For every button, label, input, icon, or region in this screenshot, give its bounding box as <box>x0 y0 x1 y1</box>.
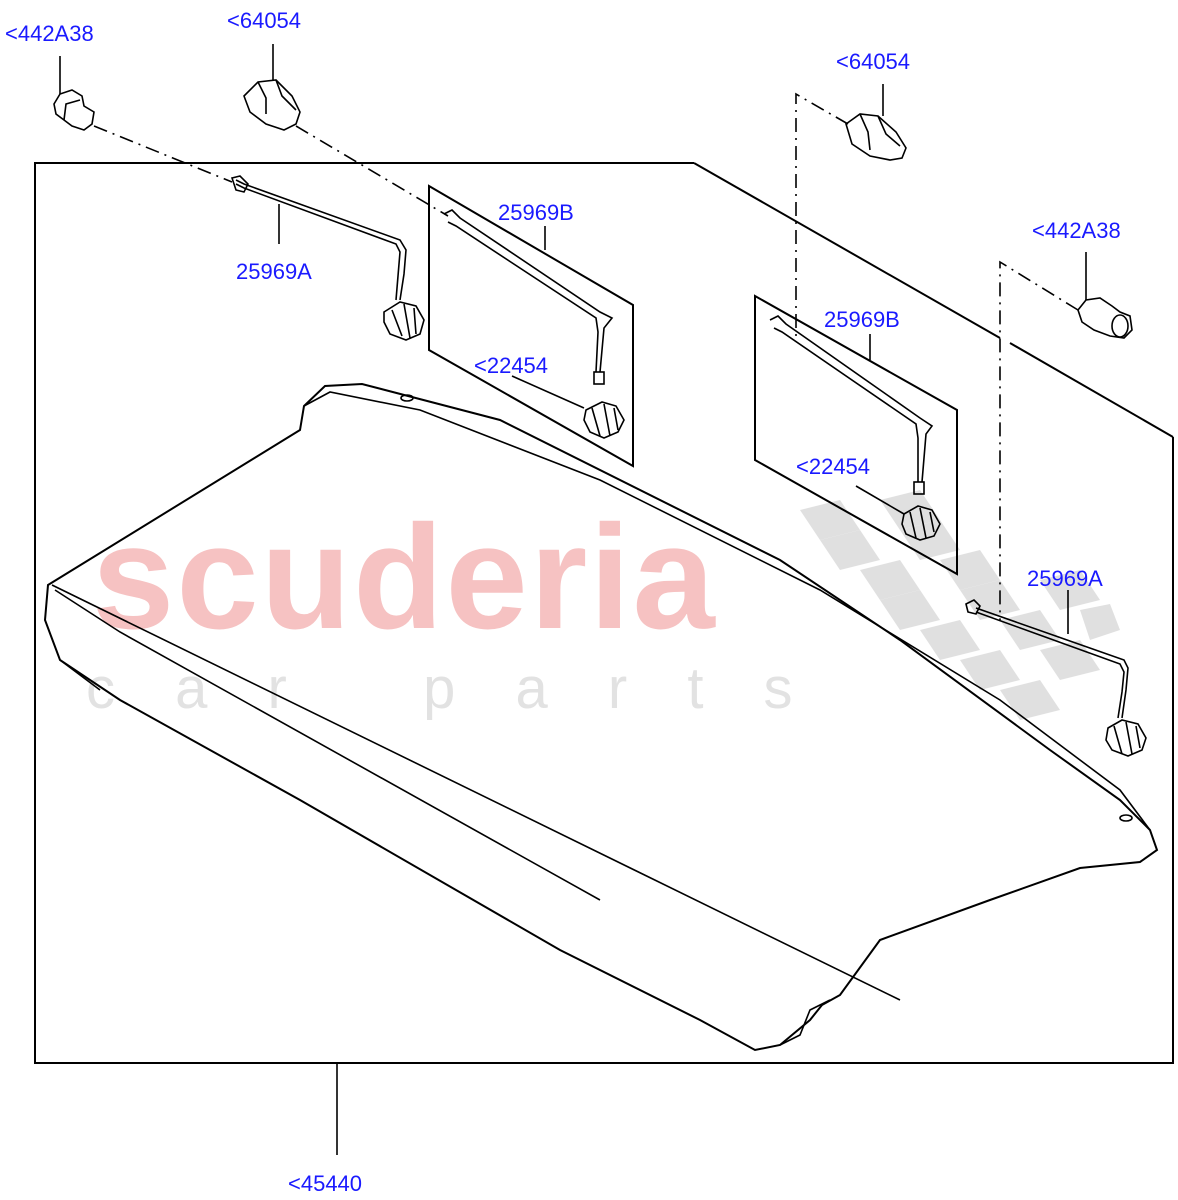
callout-strap-b-left[interactable]: 25969B <box>498 200 574 225</box>
pin-right-icon[interactable] <box>845 84 907 161</box>
callout-strap-a-right[interactable]: 25969A <box>1027 566 1103 591</box>
strap-a-left[interactable] <box>230 175 425 341</box>
callout-strap-b-right[interactable]: 25969B <box>824 307 900 332</box>
leader-pin-left <box>295 125 449 217</box>
pin-left-icon[interactable] <box>243 44 301 131</box>
callout-strap-a-left[interactable]: 25969A <box>236 259 312 284</box>
load-space-cover[interactable] <box>43 382 1159 1052</box>
frame-diagonal-right <box>1009 342 1174 438</box>
callout-pin-left[interactable]: <64054 <box>227 8 301 33</box>
leader-clip-right <box>999 260 1079 620</box>
leader-clip-left <box>93 125 233 183</box>
callout-knob-left[interactable]: <22454 <box>474 353 548 378</box>
callout-cover-panel[interactable]: <45440 <box>288 1171 362 1196</box>
strap-b-right-panel[interactable] <box>754 294 958 576</box>
watermark-brand: scuderia <box>92 495 717 660</box>
callout-clip-left[interactable]: <442A38 <box>5 21 94 46</box>
callout-knob-right[interactable]: <22454 <box>796 454 870 479</box>
strap-b-left-panel[interactable] <box>428 184 634 468</box>
frame-diagonal-top <box>693 162 1001 339</box>
leader-pin-right <box>795 92 849 338</box>
strap-a-right[interactable] <box>965 599 1147 757</box>
leader-knob-right <box>855 485 905 515</box>
clip-left-icon[interactable] <box>53 56 95 131</box>
leader-knob-left <box>511 375 585 409</box>
callout-clip-right[interactable]: <442A38 <box>1032 218 1121 243</box>
callout-pin-right[interactable]: <64054 <box>836 49 910 74</box>
watermark-subtitle: c a r p a r t s <box>86 656 815 721</box>
watermark: scuderia c a r p a r t s <box>86 490 1120 721</box>
clip-right-icon[interactable] <box>1077 252 1133 339</box>
assembly-frame <box>34 162 1174 1064</box>
watermark-checker-flag <box>800 490 1120 720</box>
